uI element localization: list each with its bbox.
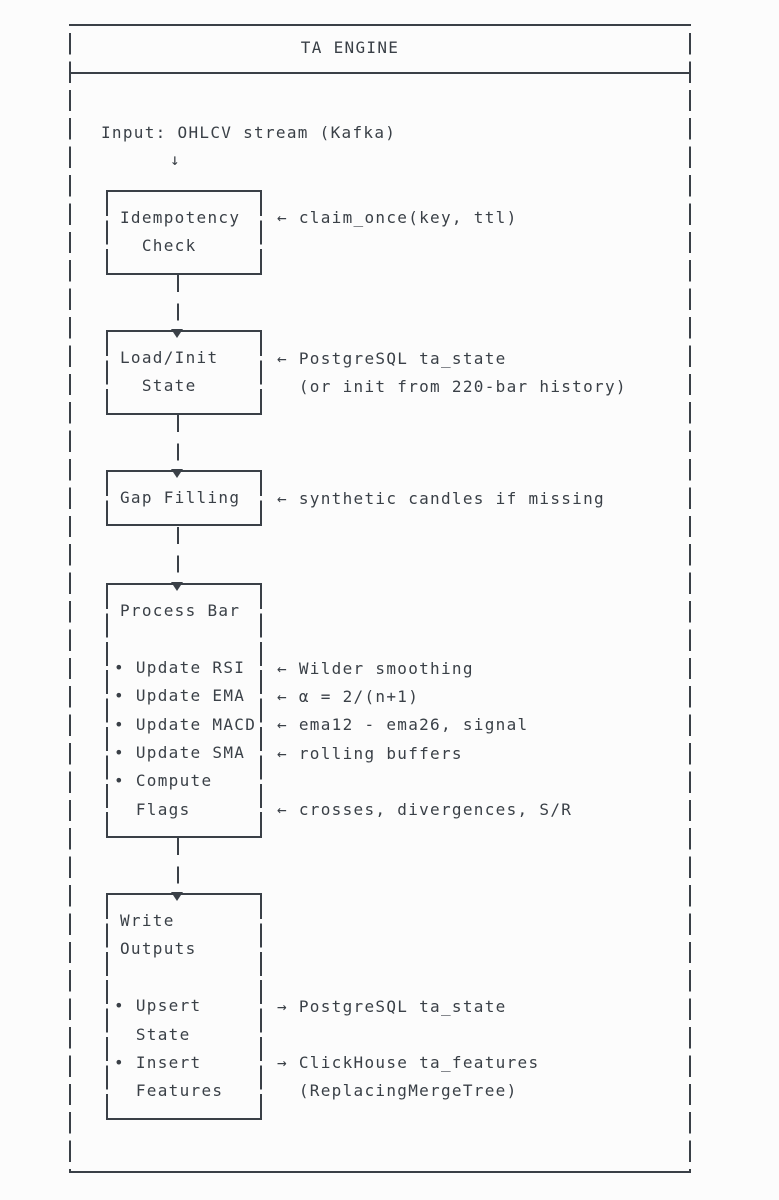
node-idempotency-check: Idempotency Check xyxy=(106,190,262,275)
node-line: Write xyxy=(120,911,175,930)
frame-right-border xyxy=(689,26,691,1171)
arrow-head-icon xyxy=(171,469,183,478)
arrow-head-icon xyxy=(171,892,183,901)
annotation-rolling-buffers: ← rolling buffers xyxy=(277,744,463,763)
node-line: • Update RSI xyxy=(114,657,246,677)
annotation-claim-once: ← claim_once(key, ttl) xyxy=(277,208,518,227)
node-line: Process Bar xyxy=(120,601,241,620)
arrow-head-icon xyxy=(171,582,183,591)
node-line: State xyxy=(114,1024,191,1044)
frame-left-border xyxy=(69,26,71,1171)
node-line: Load/Init xyxy=(120,348,219,367)
connector-line xyxy=(177,415,179,470)
annotation-init-history: (or init from 220-bar history) xyxy=(277,377,627,396)
node-line: Flags xyxy=(114,799,191,819)
input-label: Input: OHLCV stream (Kafka) xyxy=(101,123,397,142)
annotation-replacing-merge-tree: (ReplacingMergeTree) xyxy=(277,1081,518,1100)
node-process-bar: Process Bar • Update RSI • Update EMA • … xyxy=(106,582,262,839)
annotation-ema-alpha: ← α = 2/(n+1) xyxy=(277,687,420,706)
title-separator xyxy=(69,72,691,74)
node-line xyxy=(106,625,262,653)
node-load-init-state: Load/Init State xyxy=(106,329,262,415)
diagram-title: TA ENGINE xyxy=(300,38,400,57)
down-arrow-icon: ↓ xyxy=(170,150,181,169)
node-line: Outputs xyxy=(120,939,197,959)
arrow-head-icon xyxy=(171,329,183,338)
annotation-synthetic-candles: ← synthetic candles if missing xyxy=(277,489,605,508)
node-line: Idempotency xyxy=(120,208,241,227)
connector-line xyxy=(177,275,179,330)
node-line: Features xyxy=(114,1081,224,1101)
node-line: • Update MACD xyxy=(114,714,257,734)
node-write-outputs: Write Outputs • Upsert State • Insert Fe… xyxy=(106,892,262,1120)
connector-line xyxy=(177,838,179,893)
connector-line xyxy=(177,527,179,583)
annotation-compute-flags: ← crosses, divergences, S/R xyxy=(277,800,573,819)
annotation-upsert-postgres: → PostgreSQL ta_state xyxy=(277,997,507,1016)
outer-frame: TA ENGINE xyxy=(69,24,691,1173)
frame-bottom-border xyxy=(69,1171,691,1173)
annotation-wilder-smoothing: ← Wilder smoothing xyxy=(277,659,474,678)
node-line: Gap Filling xyxy=(120,488,241,507)
node-line xyxy=(106,964,262,992)
annotation-macd-formula: ← ema12 - ema26, signal xyxy=(277,715,529,734)
node-line: • Update SMA xyxy=(114,742,246,762)
node-line: State xyxy=(120,376,197,396)
node-gap-filling: Gap Filling xyxy=(106,469,262,527)
node-line: • Insert xyxy=(114,1052,202,1072)
node-line: Check xyxy=(120,236,197,256)
annotation-postgres-ta-state: ← PostgreSQL ta_state xyxy=(277,349,507,368)
node-line: • Upsert xyxy=(114,996,202,1016)
node-line: • Update EMA xyxy=(114,686,246,706)
annotation-insert-clickhouse: → ClickHouse ta_features xyxy=(277,1053,540,1072)
frame-top-border xyxy=(69,24,691,26)
node-line: • Compute xyxy=(114,771,213,791)
